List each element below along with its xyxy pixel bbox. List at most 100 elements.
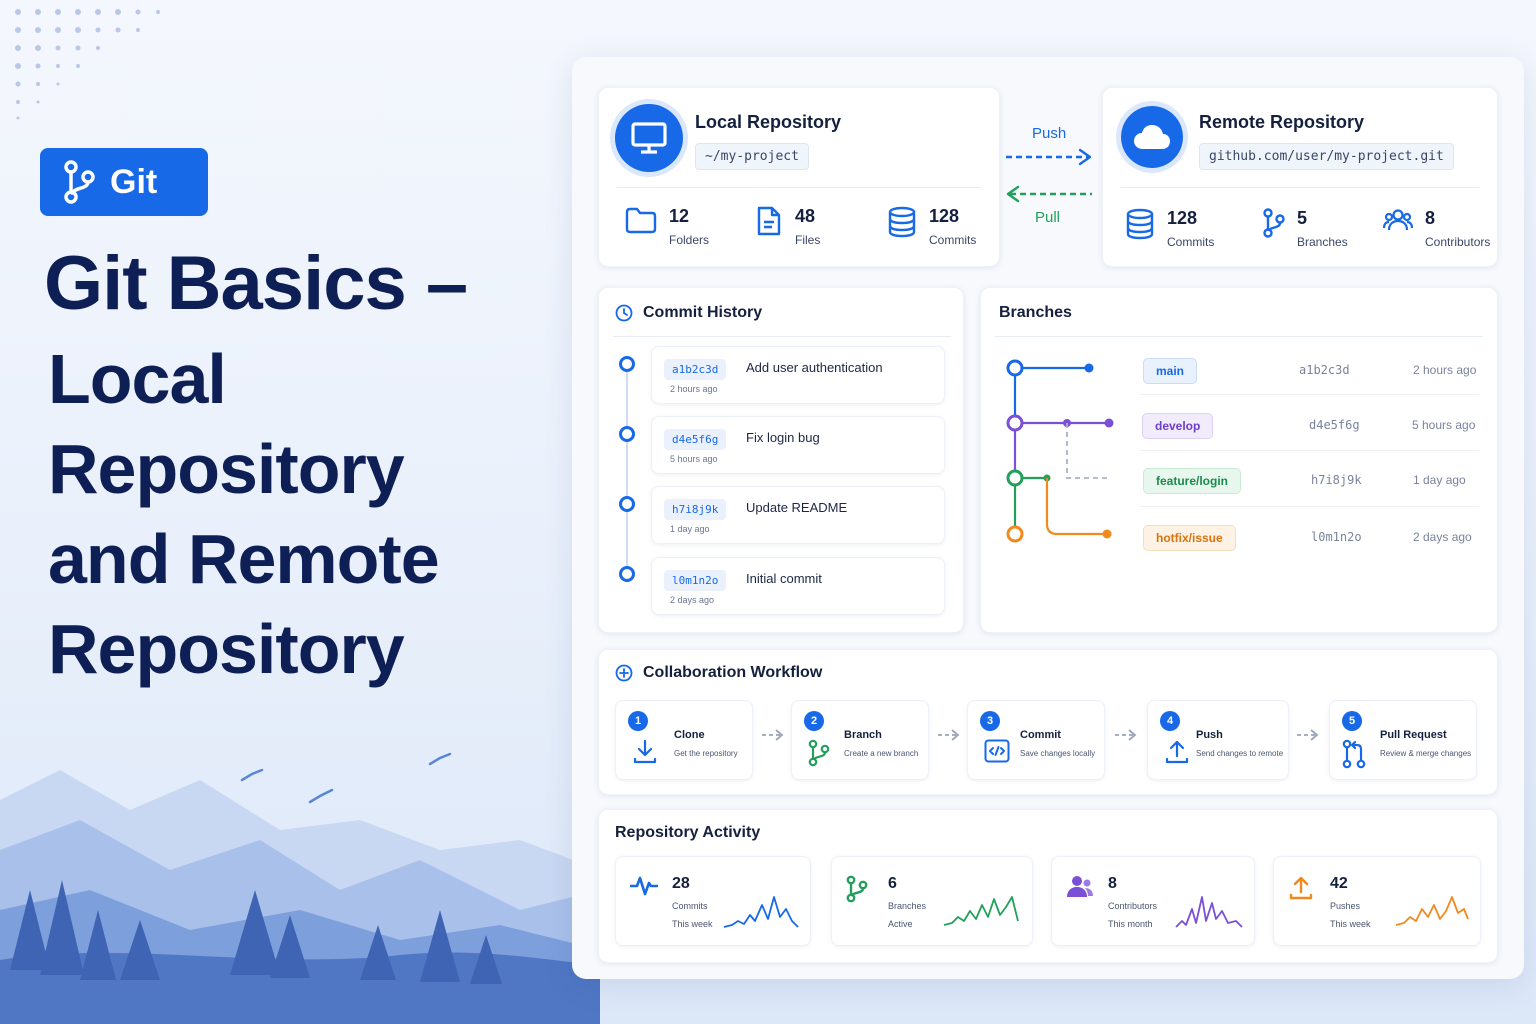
- step-number: 3: [980, 711, 1000, 731]
- branch-hash: d4e5f6g: [1309, 418, 1360, 432]
- activity-title: Repository Activity: [615, 824, 761, 841]
- database-icon: [888, 206, 916, 238]
- activity-commits: 28 Commits This week: [615, 856, 811, 946]
- local-repo-title: Local Repository: [695, 112, 842, 132]
- database-icon: [1126, 208, 1154, 240]
- activity-sublabel: This week: [1330, 919, 1371, 929]
- activity-label: Contributors: [1108, 901, 1158, 911]
- branch-time: 2 hours ago: [1413, 363, 1477, 377]
- pull-label: Pull: [1035, 209, 1061, 226]
- commit-item[interactable]: l0m1n2o 2 days ago Initial commit: [651, 557, 945, 615]
- activity-branches: 6 Branches Active: [831, 856, 1033, 946]
- file-icon: [757, 206, 781, 236]
- commit-item[interactable]: a1b2c3d 2 hours ago Add user authenticat…: [651, 346, 945, 404]
- users-icon: [1383, 209, 1413, 231]
- folder-icon: [625, 207, 657, 234]
- workflow-step-branch[interactable]: 2 Branch Create a new branch: [791, 700, 929, 780]
- commit-history-header: Commit History: [615, 304, 762, 322]
- step-title: Commit: [1020, 729, 1061, 741]
- pull-arrow-icon: [1006, 185, 1092, 203]
- remote-branches-label: Branches: [1297, 235, 1348, 249]
- step-description: Create a new branch: [844, 749, 919, 758]
- activity-value: 42: [1330, 875, 1348, 892]
- push-arrow-icon: [1006, 148, 1092, 166]
- activity-card: Repository Activity 28 Commits This week…: [598, 809, 1498, 963]
- remote-contributors-label: Contributors: [1425, 235, 1491, 249]
- branch-pill-hotfix-issue[interactable]: hotfix/issue: [1143, 525, 1236, 551]
- commit-timeline-line: [626, 366, 628, 576]
- branches-card: Branches main a1b2c3d 2 hours ago develo…: [980, 287, 1498, 633]
- local-files-count: 48: [795, 206, 816, 226]
- branch-icon: [808, 739, 830, 767]
- git-badge-label: Git: [110, 162, 158, 201]
- commit-message: Initial commit: [746, 571, 822, 586]
- activity-label: Branches: [888, 901, 927, 911]
- local-commits-count: 128: [929, 206, 960, 226]
- branch-time: 1 day ago: [1413, 473, 1466, 487]
- branch-icon: [1263, 208, 1285, 238]
- step-number: 4: [1160, 711, 1180, 731]
- code-icon: [984, 739, 1010, 763]
- local-folders-label: Folders: [669, 233, 710, 247]
- branch-icon: [846, 875, 868, 903]
- git-branch-icon: [64, 160, 95, 204]
- step-title: Pull Request: [1380, 729, 1447, 741]
- remote-branches-count: 5: [1297, 208, 1308, 228]
- pulse-icon: [630, 876, 658, 896]
- commit-time: 2 days ago: [670, 595, 715, 605]
- arrow-right-icon: [938, 729, 960, 741]
- branch-pill-develop[interactable]: develop: [1142, 413, 1214, 439]
- branch-row-divider: [1139, 450, 1479, 451]
- hero-title-line-2: Local Repository: [48, 339, 405, 508]
- hero-title-line-1: Git Basics –: [44, 241, 468, 326]
- workflow-step-commit[interactable]: 3 Commit Save changes locally: [967, 700, 1105, 780]
- branch-pill-main[interactable]: main: [1143, 358, 1198, 384]
- workflow-step-push[interactable]: 4 Push Send changes to remote: [1147, 700, 1289, 780]
- workflow-title: Collaboration Workflow: [643, 664, 823, 681]
- timeline-dot: [619, 566, 635, 582]
- activity-value: 6: [888, 875, 897, 892]
- activity-label: Commits: [672, 901, 708, 911]
- remote-contributors-count: 8: [1425, 208, 1436, 228]
- local-repo-path: ~/my-project: [695, 143, 809, 170]
- hero-title: Git Basics – Local Repository and Remote…: [40, 242, 560, 694]
- commit-time: 5 hours ago: [670, 454, 718, 464]
- arrow-right-icon: [762, 729, 784, 741]
- commit-hash: d4e5f6g: [664, 429, 727, 450]
- sparkline: [723, 896, 799, 928]
- sparkline: [1395, 896, 1469, 926]
- mountain-scenery: [0, 752, 600, 1024]
- workflow-step-clone[interactable]: 1 Clone Get the repository: [615, 700, 753, 780]
- commit-message: Fix login bug: [746, 430, 820, 445]
- remote-repo-divider: [1121, 187, 1479, 188]
- branch-hash: a1b2c3d: [1299, 363, 1350, 377]
- remote-repo-title: Remote Repository: [1199, 112, 1365, 132]
- hero-title-line-4: Repository: [48, 609, 405, 688]
- commit-item[interactable]: h7i8j9k 1 day ago Update README: [651, 486, 945, 544]
- step-title: Push: [1196, 729, 1223, 741]
- branch-pill-feature-login[interactable]: feature/login: [1143, 468, 1242, 494]
- workflow-header: Collaboration Workflow: [615, 664, 822, 682]
- timeline-dot: [619, 356, 635, 372]
- commit-item[interactable]: d4e5f6g 5 hours ago Fix login bug: [651, 416, 945, 474]
- timeline-dot: [619, 496, 635, 512]
- push-label: Push: [1032, 125, 1067, 142]
- workflow-step-pull-request[interactable]: 5 Pull Request Review & merge changes: [1329, 700, 1477, 780]
- remote-commits-count: 128: [1167, 208, 1198, 228]
- branch-time: 2 days ago: [1413, 530, 1472, 544]
- git-badge: Git: [40, 148, 208, 216]
- activity-sublabel: This week: [672, 919, 713, 929]
- activity-label: Pushes: [1330, 901, 1361, 911]
- users-icon: [1067, 876, 1093, 897]
- activity-sublabel: This month: [1108, 919, 1153, 929]
- upload-icon: [1289, 876, 1313, 900]
- activity-sublabel: Active: [888, 919, 913, 929]
- sparkline: [1175, 896, 1243, 928]
- step-number: 2: [804, 711, 824, 731]
- step-title: Branch: [844, 729, 882, 741]
- activity-value: 28: [672, 875, 690, 892]
